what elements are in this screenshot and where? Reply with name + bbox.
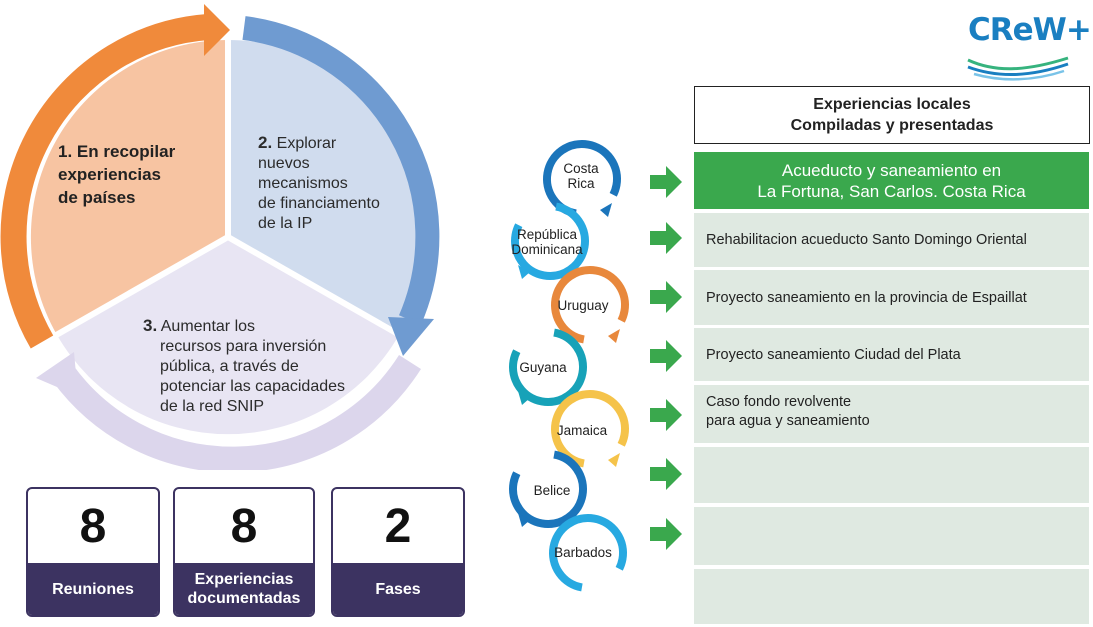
stat-value: 8 (230, 499, 258, 553)
cycle-arrow-2 (242, 16, 440, 325)
arrow-right-icon (650, 166, 682, 198)
stat-value: 8 (79, 499, 107, 553)
stat-label: Experiencias documentadas (175, 563, 313, 615)
logo-text: CReW+ (968, 12, 1092, 48)
cycle-step-3-text: 3. Aumentar los recursos para inversión … (143, 316, 346, 415)
logo-waves (967, 56, 1069, 81)
cycle-diagram (0, 4, 440, 470)
table-row-empty (694, 447, 1089, 503)
country-republica-dominicana: República Dominicana (511, 227, 583, 257)
table-row-highlight: Acueducto y saneamiento en La Fortuna, S… (694, 152, 1089, 209)
table-row-empty (694, 569, 1089, 624)
arrow-right-icon (650, 222, 682, 254)
stat-reuniones: 8 Reuniones (26, 487, 160, 617)
country-barbados: Barbados (554, 545, 612, 560)
arrow-right-icon (650, 281, 682, 313)
stat-value: 2 (384, 499, 412, 553)
table-row: Proyecto saneamiento Ciudad del Plata (694, 328, 1089, 381)
cycle-step-2-text: 2. Explorar nuevos mecanismos de financi… (258, 133, 380, 232)
arrow-right-icon (650, 399, 682, 431)
cycle-arrow-1 (0, 14, 209, 349)
table-row-empty (694, 507, 1089, 565)
stat-experiencias: 8 Experiencias documentadas (173, 487, 315, 617)
crew-logo: CReW+ (967, 12, 1092, 81)
arrow-right-icon (650, 340, 682, 372)
arrow-right-icon (650, 518, 682, 550)
table-row: Rehabilitacion acueducto Santo Domingo O… (694, 213, 1089, 267)
table-row: Caso fondo revolvente para agua y saneam… (694, 385, 1089, 443)
cycle-step-1-text: 1. En recopilar experiencias de países (58, 142, 176, 207)
stat-fases: 2 Fases (331, 487, 465, 617)
country-jamaica: Jamaica (556, 423, 608, 438)
arrow-right-icon (650, 458, 682, 490)
country-uruguay: Uruguay (557, 298, 609, 313)
cycle-sector-1 (30, 39, 229, 336)
table-header: Experiencias locales Compiladas y presen… (694, 86, 1090, 144)
table-row: Proyecto saneamiento en la provincia de … (694, 270, 1089, 325)
country-chain (509, 140, 629, 592)
green-arrows (650, 166, 682, 550)
country-costa-rica: Costa Rica (563, 161, 599, 191)
country-guyana: Guyana (519, 360, 567, 375)
cycle-arrow-3 (51, 355, 421, 470)
stat-label: Reuniones (28, 563, 158, 615)
country-belice: Belice (533, 483, 571, 498)
stat-label: Fases (333, 563, 463, 615)
